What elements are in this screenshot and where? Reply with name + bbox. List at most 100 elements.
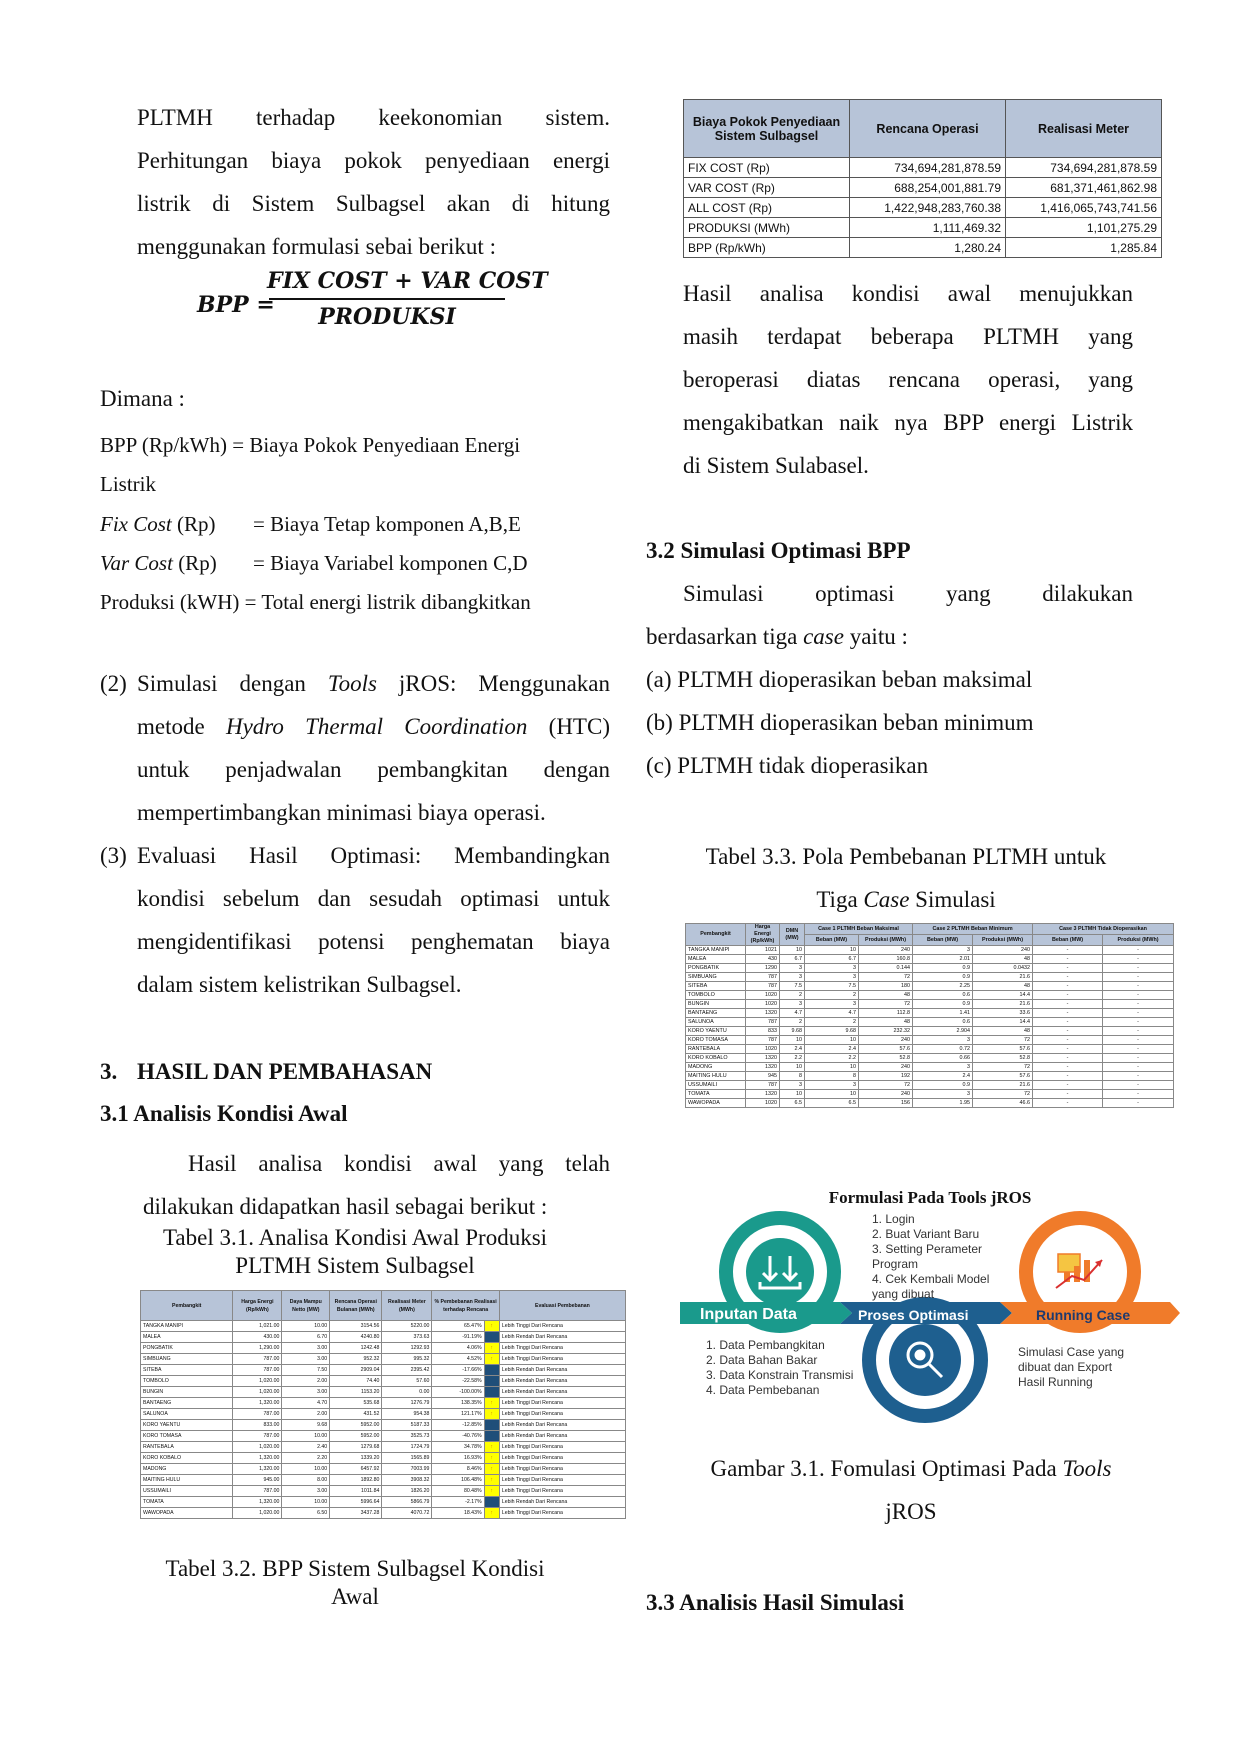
table-cell: 952.32 (329, 1353, 383, 1365)
table-cell: 7.50 (281, 1364, 331, 1376)
table-cell: - (1102, 1062, 1175, 1072)
table-cell: Lebih Tinggi Dari Rencana (498, 1320, 627, 1332)
table-cell: Lebih Tinggi Dari Rencana (498, 1397, 627, 1409)
list-item-3: Evaluasi Hasil Optimasi: Membandingkan k… (137, 834, 610, 1006)
table-cell: 787.00 (232, 1408, 283, 1420)
table-cell: 6.7 (779, 954, 805, 964)
table-cell: 3 (779, 963, 805, 973)
table-cell: - (1102, 1044, 1175, 1054)
table-cell: 3 (912, 1062, 974, 1072)
table-cell: 2909.04 (329, 1364, 383, 1376)
table-cell: 2.2 (804, 1053, 859, 1063)
table-cell: 0.72 (912, 1044, 974, 1054)
table-cell: - (1032, 1089, 1104, 1099)
arrow-up-icon: ↑ (483, 1441, 500, 1453)
table-cell: PONGBATIK (139, 1342, 234, 1354)
table-cell: 57.6 (972, 1044, 1034, 1054)
table-cell: 14.4 (972, 990, 1034, 1000)
table-cell: 1,422,948,283,760.38 (849, 197, 1006, 218)
table-cell: 1021 (745, 945, 780, 955)
table-cell: 1153.20 (329, 1386, 383, 1398)
table-cell: 9.68 (779, 1026, 805, 1036)
table-cell: - (1102, 1035, 1175, 1045)
table-cell: 1242.48 (329, 1342, 383, 1354)
table-cell: 3.00 (281, 1342, 331, 1354)
table-cell: 430 (745, 954, 780, 964)
input-circle-inner (746, 1238, 814, 1306)
table-cell: 1,416,065,743,741.56 (1005, 197, 1162, 218)
step-item: 4. Cek Kembali Model yang dibuat (872, 1272, 990, 1301)
table-cell: - (1032, 945, 1104, 955)
caption-line: jROS (885, 1499, 937, 1524)
paragraph-line: mengidentifikasi potensi penghematan bia… (137, 929, 610, 954)
table-cell: MAITING HULU (139, 1474, 234, 1486)
table-cell: 1292.93 (381, 1342, 433, 1354)
table-cell: 787.00 (232, 1430, 283, 1442)
table-cell: 1279.68 (329, 1441, 383, 1453)
process-circle-inner (889, 1324, 961, 1396)
table-cell: 10 (804, 1035, 859, 1045)
table31: Pembangkit Harga Energi (Rp/kWh) Daya Ma… (139, 1290, 627, 1519)
table-cell: 57.6 (972, 1071, 1034, 1081)
table-cell: -40.76% (431, 1430, 485, 1442)
arrow-up-icon: ↑ (483, 1320, 500, 1332)
table-cell: 3 (912, 945, 974, 955)
table-cell: TOMATA (685, 1089, 746, 1099)
table-cell: 2.20 (281, 1452, 331, 1464)
formula-numerator: FIX COST + VAR COST (267, 268, 548, 294)
table-cell: 48 (972, 981, 1034, 991)
table-cell: 0.6 (912, 990, 974, 1000)
table-cell: 72 (972, 1062, 1034, 1072)
table-cell: VAR COST (Rp) (683, 177, 850, 198)
table-cell: 10.00 (281, 1463, 331, 1475)
table-cell: 1,320.00 (232, 1452, 283, 1464)
table-cell: 72 (972, 1089, 1034, 1099)
table-cell: KORO KOBALO (685, 1053, 746, 1063)
table-cell: 48 (972, 954, 1034, 964)
table-header: % Pembebanan Realisasi terhadap Rencana (431, 1290, 500, 1321)
table32-header-row: Biaya Pokok Penyediaan Sistem Sulbagsel … (683, 99, 1162, 158)
table-cell: 833.00 (232, 1419, 283, 1431)
table-cell: 5952.00 (329, 1419, 383, 1431)
table-cell: PRODUKSI (MWh) (683, 217, 850, 238)
table-cell: Lebih Rendah Dari Rencana (498, 1364, 627, 1376)
table-cell: 1339.20 (329, 1452, 383, 1464)
download-icon (758, 1256, 802, 1290)
paragraph-line: Simulasi dengan Tools jROS: Menggunakan (137, 671, 610, 696)
table-cell: -91.19% (431, 1331, 485, 1343)
table-cell: 112.8 (857, 1008, 914, 1018)
table-cell: 10 (779, 1035, 805, 1045)
table-cell: Lebih Tinggi Dari Rencana (498, 1463, 627, 1475)
paragraph-line: listrik di Sistem Sulbagsel akan di hitu… (137, 191, 610, 216)
table-cell: 4.70 (281, 1397, 331, 1409)
table-cell: - (1032, 972, 1104, 982)
table-cell: 1,021.00 (232, 1320, 283, 1332)
table-cell: 10 (804, 1089, 859, 1099)
table-cell: SALUNOA (139, 1408, 234, 1420)
table-header: Biaya Pokok Penyediaan Sistem Sulbagsel (683, 99, 850, 158)
table-cell: 2.00 (281, 1408, 331, 1420)
table-cell: 0.6 (912, 1017, 974, 1027)
table33: Pembangkit Harga Energi (Rp/kWh) DMN (MW… (685, 923, 1175, 1108)
table-cell: 1565.89 (381, 1452, 433, 1464)
paragraph-line: Perhitungan biaya pokok penyediaan energ… (137, 148, 610, 173)
table-cell: MAITING HULU (685, 1071, 746, 1081)
table-cell: KORO TOMASA (685, 1035, 746, 1045)
table-cell: 1,320.00 (232, 1496, 283, 1508)
table-cell: TANGKA MANIPI (139, 1320, 234, 1332)
table-cell: 10 (779, 1089, 805, 1099)
table-subheader: Produksi (MWh) (972, 934, 1034, 946)
table-cell: 787.00 (232, 1353, 283, 1365)
table-cell: BUNGIN (139, 1386, 234, 1398)
table-cell: 52.8 (972, 1053, 1034, 1063)
table-cell: 2.25 (912, 981, 974, 991)
var-term: Var Cost (100, 551, 173, 575)
table-cell: 4240.80 (329, 1331, 383, 1343)
